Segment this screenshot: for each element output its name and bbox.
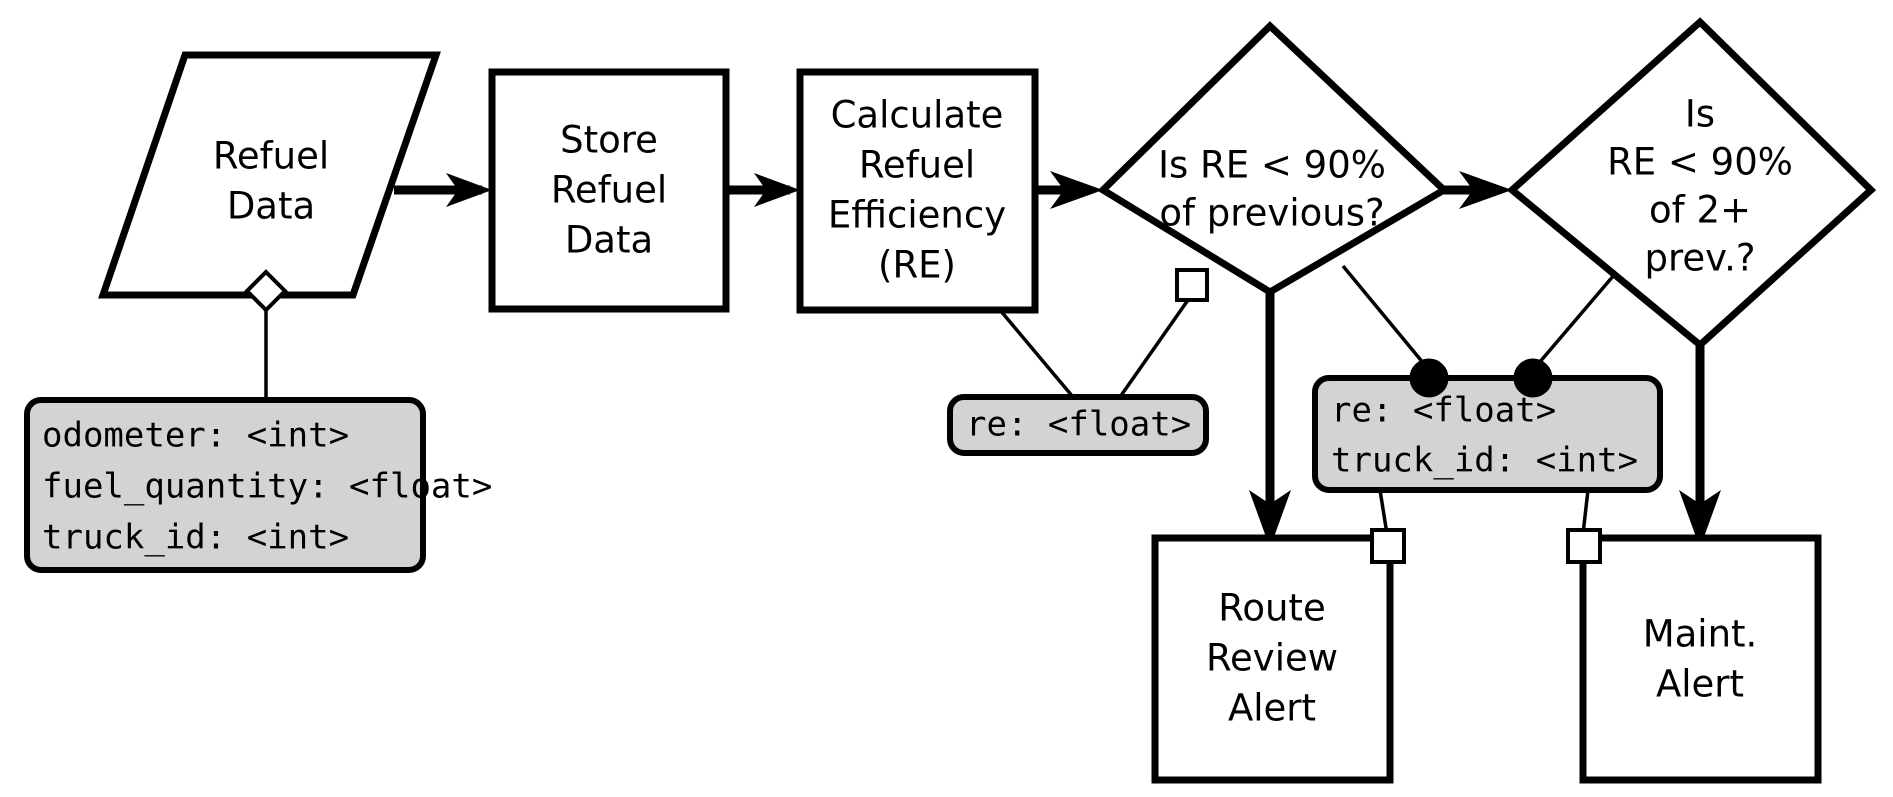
assoc-decision-prev-re-truck xyxy=(1341,264,1431,372)
data-block-re-field-line-0: re: <float> xyxy=(966,405,1191,445)
node-store-refuel-data-line-0: Store xyxy=(560,119,658,162)
node-refuel-data[interactable]: Refuel Data xyxy=(98,51,441,299)
association-square-icon-route-alert xyxy=(1370,528,1406,564)
node-decision-two-plus-line-2: of 2+ xyxy=(1649,189,1751,232)
node-decision-prev-line-1: of previous? xyxy=(1159,192,1384,235)
assoc-decision-two-plus-re-truck xyxy=(1531,266,1622,372)
data-block-refuel-fields-line-1: fuel_quantity: <float> xyxy=(42,467,492,507)
node-decision-is-re-below-previous[interactable]: Is RE < 90% of previous? xyxy=(1097,21,1450,297)
edge-refuel-to-store xyxy=(394,173,492,207)
node-store-refuel-data-line-2: Data xyxy=(565,219,653,262)
composition-dot-icon-left xyxy=(1409,358,1449,398)
node-route-review-alert-line-2: Alert xyxy=(1228,687,1316,730)
edge-store-to-calculate xyxy=(726,173,800,207)
node-refuel-data-line-0: Refuel xyxy=(213,135,329,178)
data-block-re-field: re: <float> xyxy=(947,394,1209,456)
node-maint-alert[interactable]: Maint. Alert xyxy=(1579,534,1822,784)
assoc-re-truck-route-alert xyxy=(1378,489,1389,535)
node-decision-two-plus-line-1: RE < 90% xyxy=(1607,141,1793,184)
node-calculate-re-line-0: Calculate xyxy=(831,94,1004,137)
node-route-review-alert[interactable]: Route Review Alert xyxy=(1151,534,1394,784)
node-calculate-re-line-2: Efficiency xyxy=(828,194,1006,237)
edge-calculate-to-decision-prev xyxy=(1035,171,1103,209)
association-square-icon-maint-alert xyxy=(1566,528,1602,564)
node-calculate-re[interactable]: Calculate Refuel Efficiency (RE) xyxy=(796,68,1039,314)
data-block-re-truck-fields-line-1: truck_id: <int> xyxy=(1331,441,1638,481)
assoc-calculate-re-field xyxy=(998,308,1075,399)
composition-dot-icon-right xyxy=(1513,358,1553,398)
edge-decision-prev-to-route-alert xyxy=(1249,292,1291,548)
data-block-re-truck-fields-line-0: re: <float> xyxy=(1331,391,1556,431)
node-route-review-alert-line-1: Review xyxy=(1206,637,1338,680)
node-maint-alert-line-0: Maint. xyxy=(1643,613,1758,656)
node-route-review-alert-line-0: Route xyxy=(1218,587,1325,630)
association-square-icon-decision-prev xyxy=(1175,268,1209,302)
node-refuel-data-line-1: Data xyxy=(227,185,315,228)
node-decision-prev-line-0: Is RE < 90% xyxy=(1158,144,1386,187)
data-block-refuel-fields-line-0: odometer: <int> xyxy=(42,416,349,456)
node-store-refuel-data[interactable]: Store Refuel Data xyxy=(488,68,730,313)
node-decision-is-re-below-two-plus[interactable]: Is RE < 90% of 2+ prev.? xyxy=(1506,17,1877,350)
node-maint-alert-line-1: Alert xyxy=(1656,663,1744,706)
node-calculate-re-line-3: (RE) xyxy=(878,244,956,287)
assoc-re-truck-maint-alert xyxy=(1581,489,1590,535)
assoc-decision-prev-re-field xyxy=(1118,298,1190,399)
edge-decision-two-plus-to-maint-alert xyxy=(1679,345,1721,548)
aggregation-diamond-icon xyxy=(244,269,288,313)
data-block-refuel-fields: odometer: <int> fuel_quantity: <float> t… xyxy=(24,397,492,573)
node-calculate-re-line-1: Refuel xyxy=(859,144,975,187)
node-store-refuel-data-line-1: Refuel xyxy=(551,169,667,212)
data-block-re-truck-fields: re: <float> truck_id: <int> xyxy=(1312,375,1663,493)
data-block-refuel-fields-line-2: truck_id: <int> xyxy=(42,518,349,558)
node-decision-two-plus-line-3: prev.? xyxy=(1644,237,1755,280)
node-decision-two-plus-line-0: Is xyxy=(1685,93,1715,136)
